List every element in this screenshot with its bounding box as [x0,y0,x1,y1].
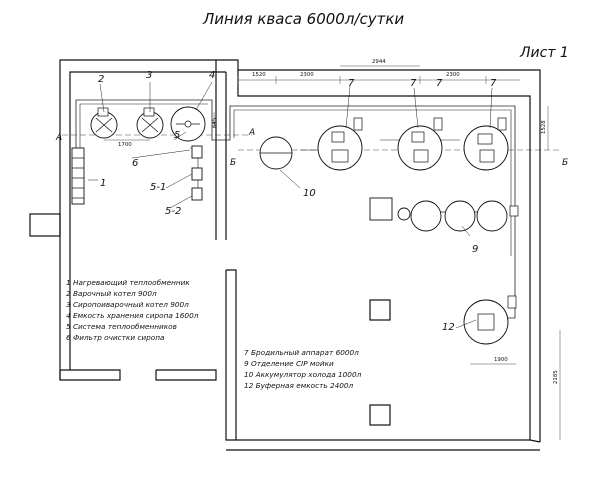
label-6: 6 [132,158,138,169]
label-5-1: 5-1 [150,182,166,193]
cold-accumulator-10 [259,136,293,170]
legend-left-item-5: 5 Система теплообменников [66,322,177,331]
dim-2185: 2185 [553,370,559,384]
label-9: 9 [472,244,478,255]
cip-station-9 [369,197,519,232]
legend-left-item-3: 3 Сиропоиварочный котел 900л [66,300,189,309]
label-7b: 7 [410,78,417,89]
legend-right-item-3: 10 Аккумулятор холода 1000л [244,370,362,379]
fermenter-7b [397,117,443,171]
legend-left-item-1: 1 Нагревающий теплообменник [66,278,190,287]
building-walls [29,59,541,451]
fermenter-7a [317,117,363,171]
column-1 [369,299,391,321]
dimension-lines [104,65,561,440]
wall-west-room-inner [69,71,226,370]
legend-right-item-2: 9 Отделение CIP мойки [244,359,334,368]
legend-left-item-4: 4 Емкость хранения сиропа 1600л [66,311,199,320]
section-a-left: А [55,133,62,143]
section-b-right: Б [562,158,568,168]
drawing-title: Линия кваса 6000л/сутки [202,10,404,28]
column-2 [369,404,391,426]
label-7c: 7 [436,78,443,89]
boiling-kettle-2 [90,107,118,139]
sheet-number: Лист 1 [519,45,569,61]
legend-right: 7 Бродильный аппарат 6000л 9 Отделение C… [244,348,362,390]
label-3: 3 [146,70,152,81]
label-7d: 7 [490,78,497,89]
leader-lines [88,81,493,329]
dim-2300-b: 2300 [446,72,460,78]
wall-south-left [59,369,121,381]
heat-exchanger-1 [71,147,85,205]
label-1: 1 [100,178,106,189]
legend-right-item-1: 7 Бродильный аппарат 6000л [244,348,359,357]
dim-1900: 1900 [494,357,508,363]
wall-niche-left [29,213,61,237]
legend-left: 1 Нагревающий теплообменник 2 Варочный к… [66,278,199,342]
wall-west-room-outer [59,59,541,442]
legend-left-item-6: 6 Фильтр очистки сиропа [66,333,165,342]
section-a-right: А [248,128,255,138]
label-7a: 7 [348,78,355,89]
label-5-2: 5-2 [165,206,181,217]
syrup-kettle-3 [136,107,164,139]
dim-645: 645 [212,118,218,128]
legend-right-item-4: 12 Буферная емкость 2400л [244,381,354,390]
dim-2944: 2944 [372,59,386,65]
heat-exchanger-system-5 [191,145,203,201]
label-10: 10 [303,188,316,199]
fermenter-7c [463,117,509,171]
label-4: 4 [209,70,215,81]
syrup-storage-tank-4 [170,106,206,142]
label-2: 2 [98,74,104,85]
dim-1528: 1528 [541,120,547,134]
wall-east-hall-inner [237,80,531,440]
section-b-left: Б [230,158,236,168]
dim-1700: 1700 [118,142,132,148]
label-12: 12 [442,322,455,333]
legend-left-item-2: 2 Варочный котел 900л [66,289,157,298]
dim-1520: 1520 [252,72,266,78]
dim-2300-a: 2300 [300,72,314,78]
wall-east-close [529,439,541,443]
wall-south-mid [155,369,217,381]
label-5: 5 [174,130,180,141]
wall-south-hall [225,269,237,441]
buffer-tank-12 [463,295,517,345]
